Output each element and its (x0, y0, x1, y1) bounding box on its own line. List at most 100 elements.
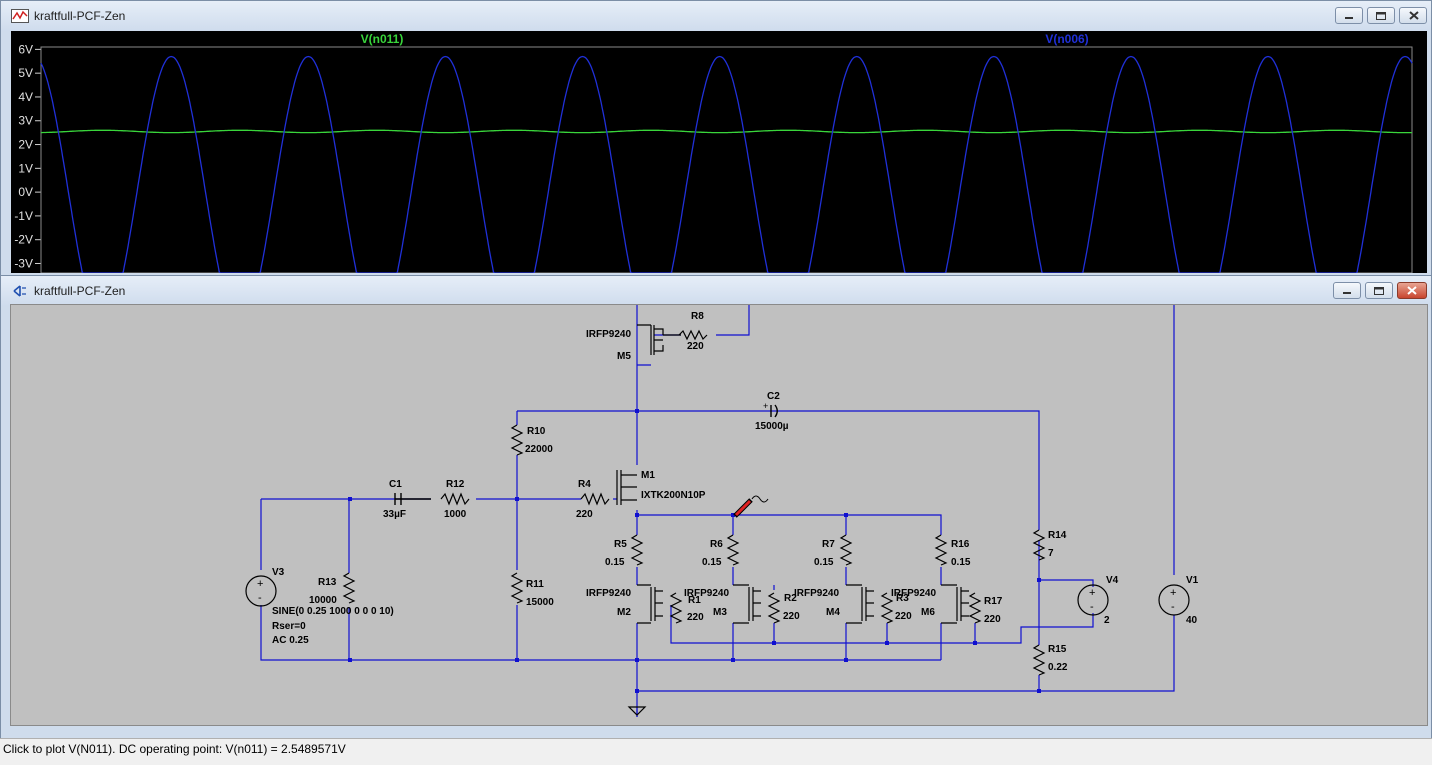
mosfet-m1-symbol[interactable] (616, 470, 637, 505)
y-tick-label: -2V (14, 233, 33, 247)
r5-value-label: 0.15 (605, 557, 625, 568)
svg-text:+: + (763, 401, 768, 411)
plot-close-button[interactable] (1399, 7, 1427, 24)
mosfet-m2-symbol[interactable] (637, 584, 663, 624)
c1-ref-label: C1 (389, 479, 402, 490)
r12-value-label: 1000 (444, 509, 467, 520)
schematic-window-titlebar[interactable]: kraftfull-PCF-Zen (1, 276, 1431, 306)
r15-ref-label: R15 (1048, 644, 1067, 655)
mosfet-m5-symbol[interactable] (637, 324, 681, 355)
y-tick-label: -3V (14, 256, 33, 270)
r11-ref-label: R11 (526, 579, 544, 590)
resistor-r5-symbol[interactable] (630, 534, 644, 566)
svg-text:+: + (1170, 587, 1176, 599)
schematic-restore-button[interactable] (1365, 282, 1393, 299)
voltage-source-v1-symbol[interactable]: +- (1158, 584, 1190, 616)
schematic-canvas[interactable]: + +- +- +- IRFP9240 (10, 304, 1428, 726)
v3-rser-label: Rser=0 (272, 621, 306, 632)
ground-icon[interactable] (627, 706, 647, 716)
schematic-drawing[interactable]: + +- +- +- IRFP9240 (11, 305, 1429, 727)
mosfet-m4-symbol[interactable] (846, 584, 874, 624)
m1-ref-label: M1 (641, 470, 655, 481)
r8-ref-label: R8 (691, 311, 704, 322)
resistor-r4-symbol[interactable] (580, 492, 610, 506)
r4-ref-label: R4 (578, 479, 591, 490)
schematic-window-title: kraftfull-PCF-Zen (34, 284, 126, 298)
r1-ref-label: R1 (688, 595, 701, 606)
trace-label-v-n006[interactable]: V(n006) (1045, 32, 1088, 46)
v1-value-label: 40 (1186, 615, 1198, 626)
svg-text:-: - (258, 592, 262, 604)
voltage-source-v4-symbol[interactable]: +- (1077, 584, 1109, 616)
m6-model-label: IRFP9240 (891, 588, 936, 599)
resistor-r2-symbol[interactable] (767, 592, 781, 624)
r17-value-label: 220 (984, 614, 1001, 625)
capacitor-c1-symbol[interactable] (394, 493, 431, 505)
r7-ref-label: R7 (822, 539, 835, 550)
waveform-viewer-icon (11, 9, 29, 23)
resistor-r10-symbol[interactable] (510, 424, 524, 456)
minimize-icon (1343, 292, 1351, 294)
resistor-r15-symbol[interactable] (1032, 644, 1046, 676)
r16-value-label: 0.15 (951, 557, 971, 568)
schematic-editor-icon (13, 285, 26, 297)
y-tick-label: -1V (14, 209, 33, 223)
trace-v-n006[interactable] (40, 55, 1413, 274)
m5-ref-label: M5 (617, 351, 631, 362)
r8-value-label: 220 (687, 341, 704, 352)
mosfet-m3-symbol[interactable] (733, 584, 761, 624)
r14-ref-label: R14 (1048, 530, 1067, 541)
r4-value-label: 220 (576, 509, 593, 520)
close-icon (1409, 11, 1419, 20)
m4-ref-label: M4 (826, 607, 840, 618)
plot-restore-button[interactable] (1367, 7, 1395, 24)
trace-v-n011[interactable] (41, 129, 1412, 134)
resistor-r7-symbol[interactable] (839, 534, 853, 566)
svg-text:+: + (257, 578, 263, 590)
v3-ref-label: V3 (272, 567, 285, 578)
mosfet-m6-symbol[interactable] (941, 584, 969, 624)
plot-minimize-button[interactable] (1335, 7, 1363, 24)
c2-value-label: 15000µ (755, 421, 789, 432)
minimize-icon (1345, 17, 1353, 19)
m4-model-label: IRFP9240 (794, 588, 839, 599)
resistor-r16-symbol[interactable] (934, 534, 948, 566)
status-text: Click to plot V(N011). DC operating poin… (3, 742, 346, 756)
r2-value-label: 220 (783, 611, 800, 622)
y-tick-label: 6V (18, 42, 33, 56)
voltage-source-v3-symbol[interactable]: +- (245, 575, 277, 607)
r14-value-label: 7 (1048, 548, 1054, 559)
m3-model-label: IRFP9240 (684, 588, 729, 599)
resistor-r6-symbol[interactable] (726, 534, 740, 566)
r7-value-label: 0.15 (814, 557, 834, 568)
status-bar: Click to plot V(N011). DC operating poin… (0, 738, 1432, 765)
v3-value-label: SINE(0 0.25 1000 0 0 0 10) (272, 606, 394, 617)
trace-label-v-n011[interactable]: V(n011) (361, 32, 404, 46)
m5-model-label: IRFP9240 (586, 329, 631, 340)
resistor-r12-symbol[interactable] (440, 492, 470, 506)
r1-value-label: 220 (687, 612, 704, 623)
r10-value-label: 22000 (525, 444, 553, 455)
v1-ref-label: V1 (1186, 575, 1199, 586)
resistor-r14-symbol[interactable] (1032, 529, 1046, 561)
schematic-close-button[interactable] (1397, 282, 1427, 299)
r13-ref-label: R13 (318, 577, 337, 588)
plot-window-titlebar[interactable]: kraftfull-PCF-Zen (1, 1, 1431, 31)
resistor-r17-symbol[interactable] (968, 592, 982, 624)
resistor-r8-symbol[interactable] (678, 329, 708, 341)
resistor-r1-symbol[interactable] (669, 592, 683, 624)
r2-ref-label: R2 (784, 593, 797, 604)
resistor-r11-symbol[interactable] (510, 572, 524, 604)
resistor-r13-symbol[interactable] (342, 572, 356, 604)
capacitor-c2-symbol[interactable]: + (763, 401, 778, 418)
svg-text:-: - (1090, 601, 1094, 613)
r3-value-label: 220 (895, 611, 912, 622)
c1-value-label: 33µF (383, 509, 406, 520)
y-tick-label: 2V (18, 138, 33, 152)
voltage-probe-cursor-icon (733, 495, 769, 518)
schematic-minimize-button[interactable] (1333, 282, 1361, 299)
resistor-r3-symbol[interactable] (880, 592, 894, 624)
